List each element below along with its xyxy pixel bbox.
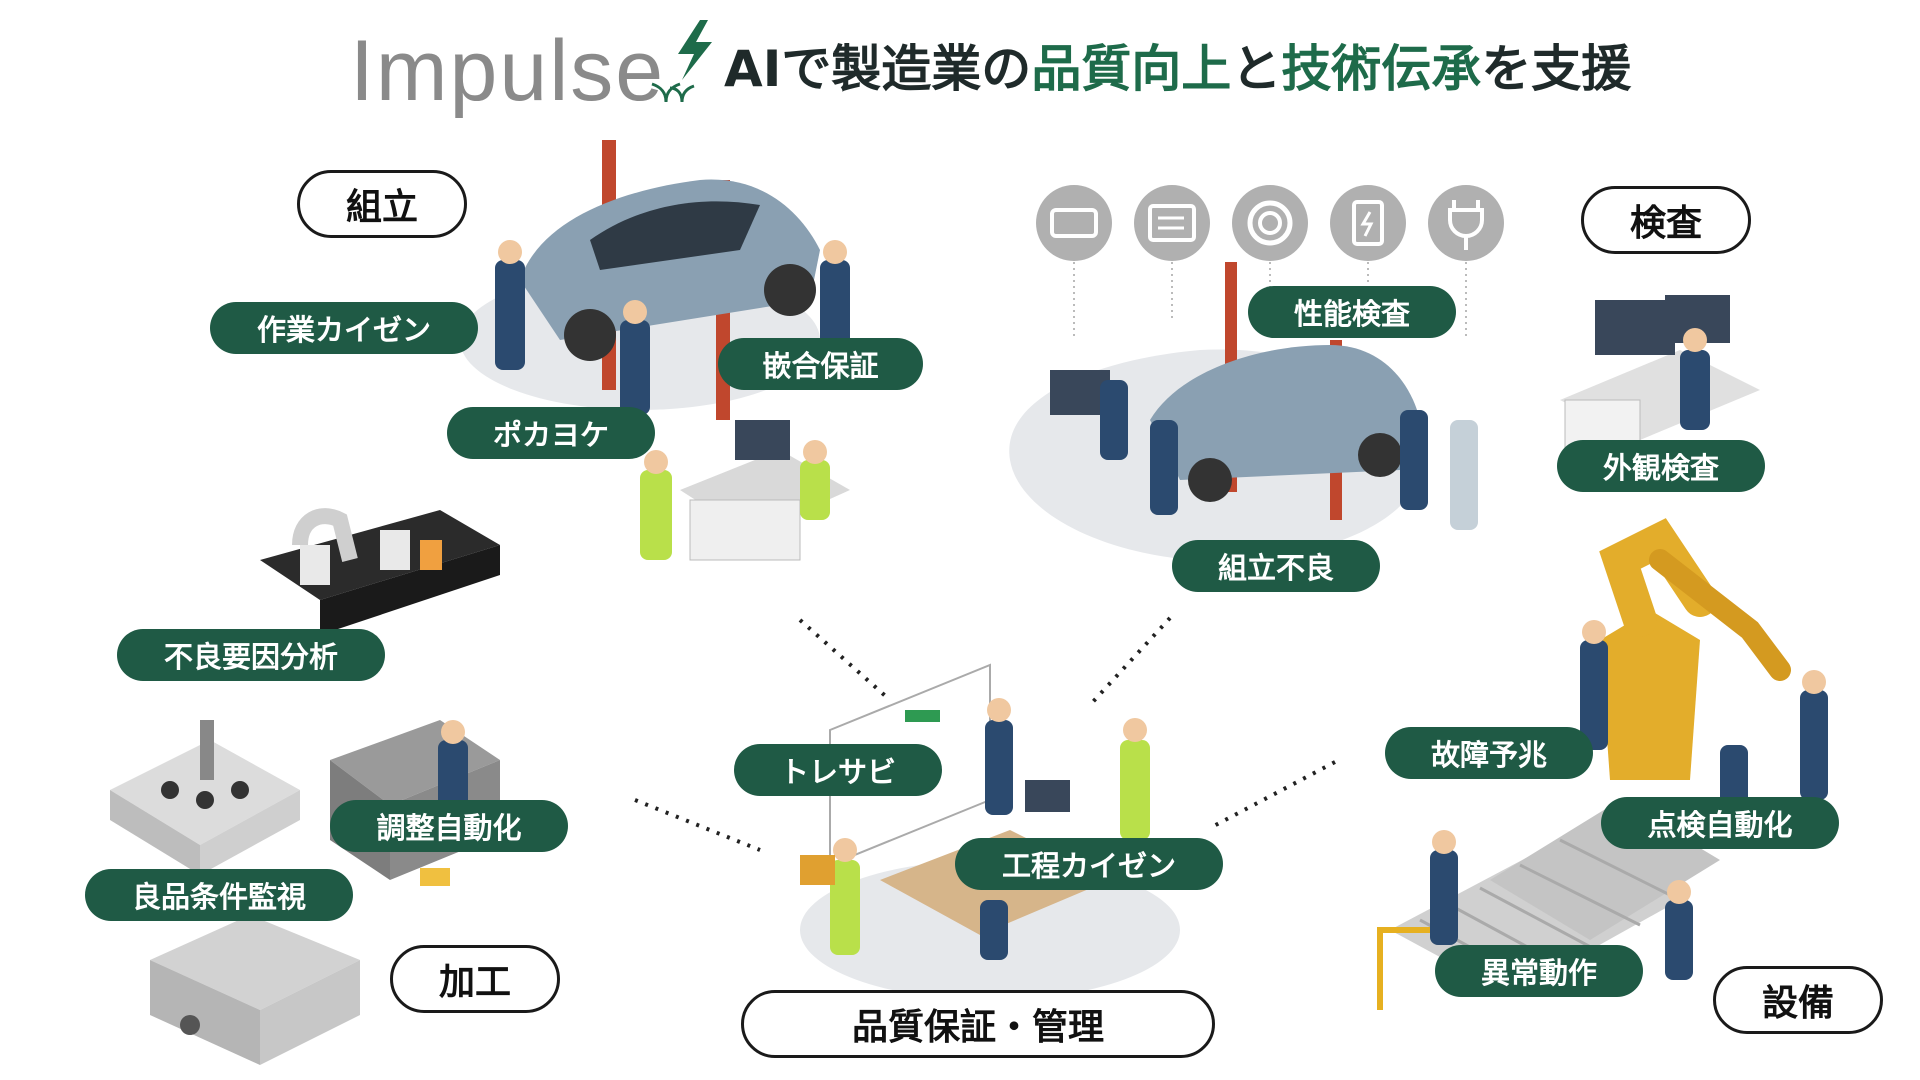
motor-ring-icon bbox=[1232, 185, 1308, 261]
headline-tech: 技術伝承 bbox=[1281, 40, 1482, 98]
pill-anomaly-operation: 異常動作 bbox=[1435, 945, 1643, 997]
headline: AIで製造業の品質向上と技術伝承を支援 bbox=[724, 42, 1631, 97]
category-processing: 加工 bbox=[390, 945, 560, 1013]
pill-work-kaizen: 作業カイゼン bbox=[210, 302, 478, 354]
reflow-oven-illustration bbox=[150, 915, 360, 1065]
plug-icon bbox=[1428, 185, 1504, 261]
pill-assembly-defect: 組立不良 bbox=[1172, 540, 1380, 592]
dotted-connectors bbox=[634, 616, 1336, 852]
headline-quality: 品質向上 bbox=[1031, 40, 1232, 98]
industrial-robot-illustration bbox=[1580, 518, 1828, 825]
headline-part-6: を支援 bbox=[1481, 40, 1632, 98]
category-quality-assurance: 品質保証・管理 bbox=[741, 990, 1215, 1058]
cnc-machine-illustration bbox=[110, 720, 300, 875]
headline-part-4: と bbox=[1231, 40, 1282, 98]
pill-good-condition-monitoring: 良品条件監視 bbox=[85, 869, 353, 921]
visual-inspection-desk-illustration bbox=[1560, 295, 1760, 471]
workbench-illustration bbox=[640, 420, 850, 561]
headline-ai: AI bbox=[724, 40, 782, 98]
pill-inspection-automation: 点検自動化 bbox=[1601, 797, 1839, 849]
pill-visual-inspection: 外観検査 bbox=[1557, 440, 1765, 492]
conveyor-robot-illustration bbox=[260, 508, 500, 635]
quality-meeting-illustration bbox=[800, 663, 1180, 1000]
pill-performance-inspection: 性能検査 bbox=[1248, 286, 1456, 338]
pill-adjustment-automation: 調整自動化 bbox=[330, 800, 568, 852]
pill-tresabi: トレサビ bbox=[734, 744, 942, 796]
battery-module-icon bbox=[1036, 185, 1112, 261]
pill-failure-sign: 故障予兆 bbox=[1385, 727, 1593, 779]
category-assembly: 組立 bbox=[297, 170, 467, 238]
converter-icon bbox=[1134, 185, 1210, 261]
headline-part-2: で製造業の bbox=[781, 40, 1032, 98]
pill-process-kaizen: 工程カイゼン bbox=[955, 838, 1223, 890]
category-inspection: 検査 bbox=[1581, 186, 1751, 254]
inspection-car-illustration bbox=[1009, 262, 1478, 562]
pill-fitting-assurance: 嵌合保証 bbox=[718, 338, 923, 390]
battery-icon bbox=[1330, 185, 1406, 261]
logo-wordmark: Impulse bbox=[350, 23, 666, 119]
component-icons bbox=[1036, 185, 1504, 340]
pill-defect-factor-analysis: 不良要因分析 bbox=[117, 629, 385, 681]
category-equipment: 設備 bbox=[1713, 966, 1883, 1034]
logo-lightning-sprout-icon bbox=[651, 20, 712, 103]
pill-pokayoke: ポカヨケ bbox=[447, 407, 655, 459]
